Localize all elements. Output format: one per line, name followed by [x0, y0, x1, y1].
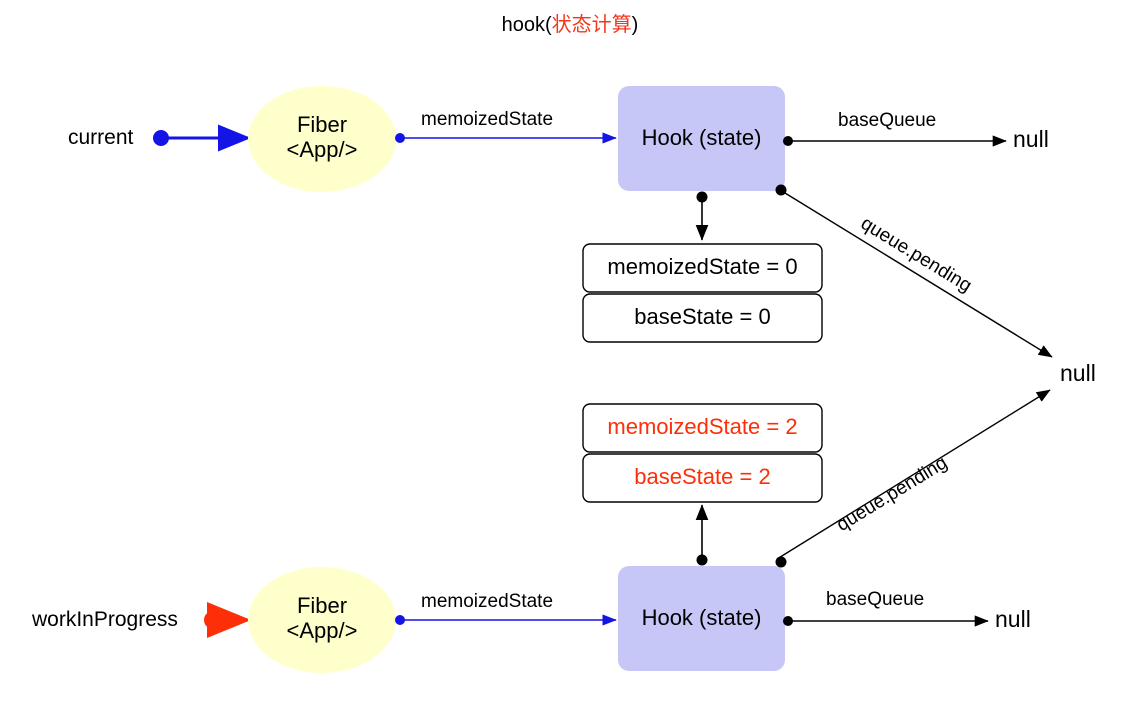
current-basequeue-label: baseQueue [838, 110, 937, 131]
title-prefix: hook( [501, 14, 552, 36]
workinprogress-state-pointer-edge [695, 504, 709, 566]
shared-queue-pending-null: null [1060, 360, 1096, 386]
current-state-pointer-edge [695, 191, 709, 241]
current-memoizedstate-value: memoizedState = 0 [607, 254, 798, 279]
fiber-current-line1: Fiber [296, 112, 348, 137]
current-entry-edge [153, 124, 251, 152]
hook-node-current-label: Hook (state) [641, 125, 762, 150]
current-basequeue-null: null [1013, 126, 1049, 152]
fiber-wip-line2: <App/> [286, 617, 358, 643]
workinprogress-label: workInProgress [32, 608, 178, 631]
page-title: hook(状态计算) [0, 8, 1140, 37]
fiber-node-workinprogress[interactable] [248, 567, 396, 673]
fiber-current-line2: <App/> [286, 136, 358, 162]
workinprogress-basestate-value: baseState = 2 [634, 464, 771, 489]
title-highlight: 状态计算 [551, 14, 632, 36]
workinprogress-basequeue-label: baseQueue [826, 589, 925, 610]
workinprogress-memoizedstate-value: memoizedState = 2 [607, 414, 798, 439]
workinprogress-queue-pending-edge [775, 389, 1051, 568]
current-queue-pending-edge [775, 184, 1053, 358]
workinprogress-memoizedstate-edge [395, 614, 617, 626]
fiber-node-workinprogress-label: Fiber<App/> [252, 593, 392, 643]
workinprogress-memoizedstate-label: memoizedState [421, 591, 554, 612]
hook-node-workinprogress-label: Hook (state) [641, 605, 762, 630]
current-memoizedstate-label: memoizedState [421, 109, 554, 130]
workinprogress-entry-edge [204, 602, 251, 638]
title-suffix: ) [631, 14, 639, 36]
fiber-node-current-label: Fiber<App/> [252, 112, 392, 162]
workinprogress-state-boxes [582, 403, 823, 503]
workinprogress-basequeue-edge [783, 615, 989, 627]
current-basequeue-edge [783, 135, 1007, 147]
fiber-node-current[interactable] [248, 86, 396, 192]
current-basestate-value: baseState = 0 [634, 304, 771, 329]
hook-node-workinprogress[interactable] [618, 566, 785, 671]
current-state-boxes [582, 243, 823, 343]
current-label: current [68, 126, 134, 149]
current-memoizedstate-edge [395, 132, 617, 144]
fiber-wip-line1: Fiber [296, 593, 348, 618]
workinprogress-basequeue-null: null [995, 606, 1031, 632]
hook-node-current[interactable] [618, 86, 785, 191]
